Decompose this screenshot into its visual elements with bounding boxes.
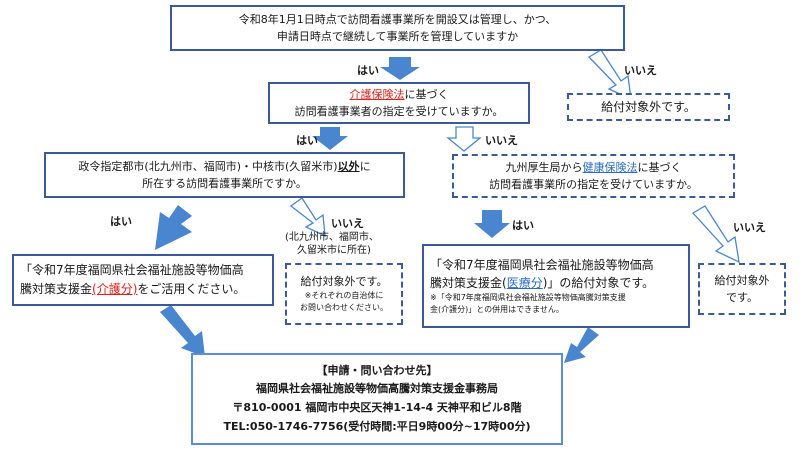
q4-line1: 九州厚生局から健康保険法に基づく xyxy=(506,159,682,176)
contact-info-box: 【申請・問い合わせ先】 福岡県社会福祉施設等物価高騰対策支援金事務局 〒810-… xyxy=(191,353,563,445)
result-not-eligible-right: 給付対象外 です。 xyxy=(698,263,786,315)
label-q3-yes: はい xyxy=(110,215,132,228)
arrow-q4-no xyxy=(691,205,740,264)
arrow-q1-no xyxy=(587,49,632,101)
out-city-note1: ※それぞれの自治体に xyxy=(304,291,384,301)
arrow-q1-yes xyxy=(380,57,420,80)
label-q2-yes: はい xyxy=(296,134,318,147)
kaigo-line2: 騰対策支援金(介護分)をご活用ください。 xyxy=(20,280,245,299)
q2-law-link: 介護保険法 xyxy=(349,87,405,101)
q1-line2: 申請日時点で継続して事業所を管理していますか xyxy=(276,30,519,43)
label-q1-yes: はい xyxy=(357,64,379,77)
arrow-q2-no xyxy=(446,126,482,152)
label-q2-no: いいえ xyxy=(485,134,518,147)
q1-line1: 令和8年1月1日時点で訪問看護事業所を開設又は管理し、かつ、 xyxy=(238,12,557,26)
iryo-note1: ※「令和7年度福岡県社会福祉施設等物価高騰対策支援 xyxy=(430,293,626,302)
q3-line2: 所在する訪問看護事業所ですか。 xyxy=(142,177,307,190)
label-q1-no: いいえ xyxy=(624,64,657,77)
q2-line2: 訪問看護事業者の指定を受けていますか。 xyxy=(294,105,504,118)
question-city-location: 政令指定都市(北九州市、福岡市)・中核市(久留米市)以外に 所在する訪問看護事業… xyxy=(44,152,405,198)
q4-suffix: に基づく xyxy=(637,160,682,174)
contact-heading: 【申請・問い合わせ先】 xyxy=(316,363,438,377)
label-q4-no: いいえ xyxy=(733,221,766,234)
question-kenko-designation: 九州厚生局から健康保険法に基づく 訪問看護事業所の指定を受けていますか。 xyxy=(452,154,735,198)
kaigo-line2c: をご活用ください。 xyxy=(137,282,246,296)
arrow-kaigo-contact xyxy=(160,305,205,357)
contact-address: 〒810-0001 福岡市中央区天神1-14-4 天神平和ビル8階 xyxy=(232,401,522,414)
result-kaigo-support: 「令和7年度福岡県社会福祉施設等物価高 騰対策支援金(介護分)をご活用ください。 xyxy=(12,254,274,306)
iryo-line1: 「令和7年度福岡県社会福祉施設等物価高 xyxy=(430,258,654,272)
out-right-line2: です。 xyxy=(726,291,758,304)
label-city-note1: (北九州市、福岡市、 xyxy=(285,232,379,243)
kaigo-category-link: (介護分) xyxy=(92,282,138,296)
q3-line1: 政令指定都市(北九州市、福岡市)・中核市(久留米市)以外に xyxy=(78,158,370,175)
result-not-eligible-top: 給付対象外です。 xyxy=(567,93,730,121)
q3-suffix: に xyxy=(359,159,371,173)
iryo-note2: 金(介護分)」との併用はできません。 xyxy=(430,305,564,314)
arrow-q3-no xyxy=(289,197,326,238)
result-iryo-support: 「令和7年度福岡県社会福祉施設等物価高 騰対策支援金(医療分)」の給付対象です。… xyxy=(422,244,690,328)
q4-line2: 訪問看護事業所の指定を受けていますか。 xyxy=(489,178,698,191)
label-q4-yes: はい xyxy=(512,219,534,232)
question-operation-status: 令和8年1月1日時点で訪問看護事業所を開設又は管理し、かつ、 申請日時点で継続し… xyxy=(170,5,625,51)
iryo-line2c: )」の給付対象です。 xyxy=(542,276,655,290)
out-right-line1: 給付対象外 xyxy=(714,273,770,287)
contact-office: 福岡県社会福祉施設等物価高騰対策支援金事務局 xyxy=(256,382,498,396)
arrow-q2-yes xyxy=(312,127,348,150)
arrow-q3-yes xyxy=(155,205,192,250)
q3-emph: 以外 xyxy=(337,159,360,173)
q2-line1: 介護保険法に基づく xyxy=(350,86,449,103)
q4-prefix: 九州厚生局から xyxy=(505,160,583,174)
arrow-iryo-contact xyxy=(564,327,599,363)
iryo-category-link: 医療分 xyxy=(506,276,543,290)
kaigo-line1: 「令和7年度福岡県社会福祉施設等物価高 xyxy=(20,263,244,278)
out-top-text: 給付対象外です。 xyxy=(601,99,696,114)
out-city-note2: お問い合わせください。 xyxy=(300,302,388,312)
iryo-line2: 騰対策支援金(医療分)」の給付対象です。 xyxy=(430,274,654,292)
q2-suffix: に基づく xyxy=(404,87,449,101)
result-not-eligible-city: 給付対象外です。 ※それぞれの自治体に お問い合わせください。 xyxy=(285,263,403,325)
label-q3-no: いいえ xyxy=(331,217,364,230)
arrow-q4-yes xyxy=(474,210,510,238)
iryo-line2a: 騰対策支援金( xyxy=(430,276,507,290)
q4-law-link: 健康保険法 xyxy=(582,160,638,174)
label-city-note2: 久留米市に所在) xyxy=(297,245,371,256)
question-kaigo-designation: 介護保険法に基づく 訪問看護事業者の指定を受けていますか。 xyxy=(268,82,530,124)
contact-tel: TEL:050-1746-7756(受付時間:平日9時00分~17時00分) xyxy=(223,419,531,433)
out-city-text: 給付対象外です。 xyxy=(300,275,388,289)
kaigo-line2a: 騰対策支援金 xyxy=(20,282,93,296)
q3-prefix: 政令指定都市(北九州市、福岡市)・中核市(久留米市) xyxy=(78,159,338,173)
